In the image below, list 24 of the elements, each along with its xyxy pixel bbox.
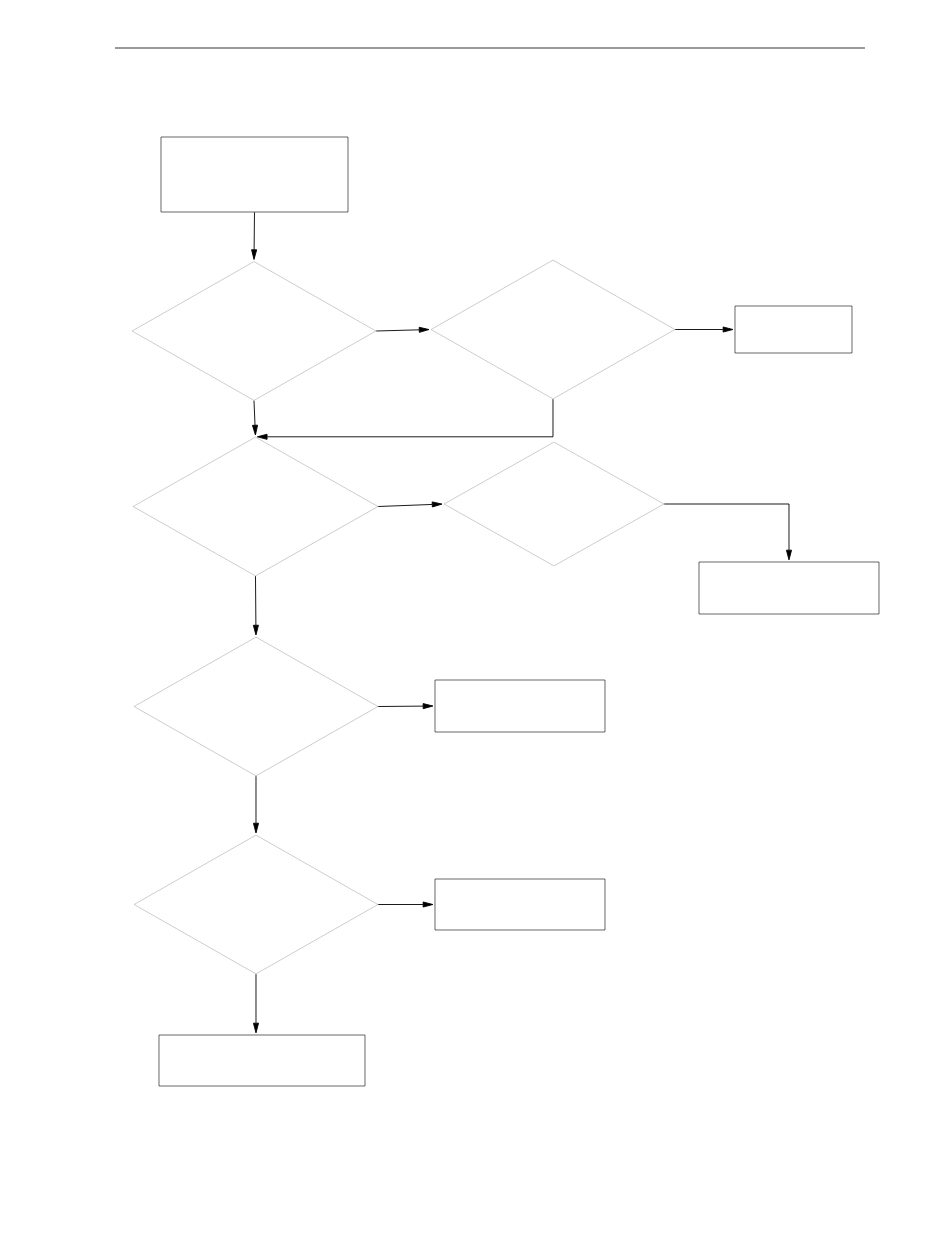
arrow [674,326,734,333]
arrow [252,400,258,436]
process-box [734,305,853,354]
arrow [375,326,430,333]
process-box [698,561,880,615]
process-box [434,679,606,733]
decision-diamond [443,441,665,567]
arrow [253,775,259,834]
arrow [253,973,259,1034]
arrow [377,501,443,508]
decision-diamond [133,834,379,975]
arrow [377,901,434,908]
arrow [251,211,258,260]
process-box [158,1034,366,1087]
decision-diamond [132,436,379,577]
arrow [252,575,259,636]
decision-diamond [133,636,379,777]
arrow [256,398,554,440]
process-box [434,878,606,931]
arrow [663,503,792,561]
process-box [160,136,349,213]
decision-diamond [430,259,676,400]
arrow [377,703,434,710]
decision-diamond [131,261,377,401]
